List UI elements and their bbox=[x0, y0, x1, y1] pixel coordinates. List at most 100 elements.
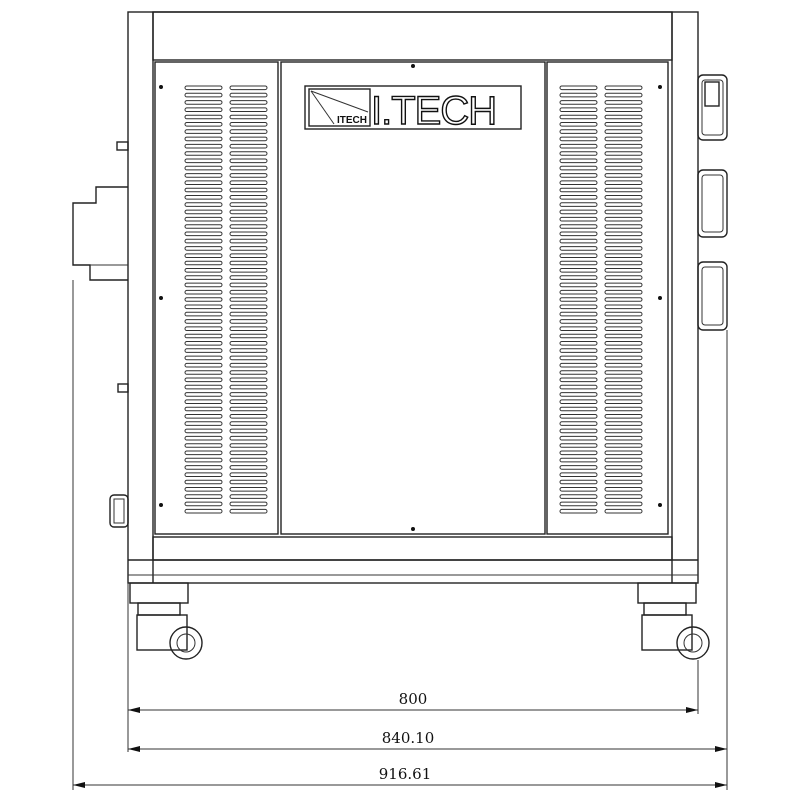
vent-slot bbox=[184, 414, 223, 419]
vent-slot bbox=[184, 392, 223, 397]
vent-slot bbox=[559, 392, 598, 397]
vent-slot bbox=[184, 246, 223, 251]
left-side-fittings bbox=[72, 141, 129, 528]
vent-slot bbox=[604, 246, 643, 251]
vent-slot bbox=[184, 326, 223, 331]
vent-slot bbox=[229, 465, 268, 470]
vent-slot bbox=[229, 187, 268, 193]
vent-slot bbox=[229, 143, 268, 149]
vent-slot bbox=[604, 173, 643, 178]
vent-slot bbox=[604, 143, 643, 149]
vent-slot bbox=[184, 92, 223, 98]
vent-slot bbox=[604, 260, 643, 266]
vent-slot bbox=[184, 355, 223, 361]
vent-slot bbox=[184, 297, 223, 302]
vent-slot bbox=[229, 209, 268, 215]
dimension-label: 840.10 bbox=[382, 729, 435, 747]
vent-slot bbox=[229, 414, 268, 419]
vent-slot bbox=[184, 377, 223, 383]
vent-slot bbox=[559, 348, 598, 353]
vent-slot bbox=[229, 443, 268, 448]
vent-slot bbox=[604, 231, 643, 237]
vent-slot bbox=[559, 465, 598, 470]
vent-slot bbox=[559, 165, 598, 171]
vent-slot bbox=[604, 122, 643, 127]
dimension-840: 840.10 bbox=[128, 729, 727, 752]
vent-slot bbox=[559, 253, 598, 258]
vent-slot bbox=[184, 180, 223, 185]
vent-slot bbox=[184, 195, 223, 200]
vent-slot bbox=[559, 238, 598, 244]
vent-slot bbox=[559, 472, 598, 477]
vent-slot bbox=[559, 326, 598, 331]
dimension-800: 800 bbox=[128, 690, 698, 713]
vent-slot bbox=[604, 319, 643, 324]
vent-slot bbox=[559, 136, 598, 142]
vent-slot bbox=[559, 341, 598, 346]
vent-slot bbox=[559, 399, 598, 404]
vent-slot bbox=[184, 260, 223, 266]
vent-slot bbox=[184, 465, 223, 470]
logo-main-text: I.TECH bbox=[371, 89, 496, 133]
vent-slot bbox=[184, 143, 223, 149]
vent-slot bbox=[604, 333, 643, 339]
dimension-label: 916.61 bbox=[379, 765, 432, 783]
vent-slot bbox=[559, 158, 598, 164]
vent-slot bbox=[604, 341, 643, 346]
vent-slot bbox=[184, 107, 223, 113]
vent-slot bbox=[559, 143, 598, 149]
vent-slot bbox=[184, 311, 223, 317]
vent-slot bbox=[604, 92, 643, 98]
vent-slot bbox=[184, 158, 223, 164]
vent-slot bbox=[229, 238, 268, 244]
vent-slot bbox=[229, 289, 268, 295]
vent-slot bbox=[229, 421, 268, 426]
vent-slot bbox=[559, 487, 598, 492]
vent-slot bbox=[559, 202, 598, 207]
vent-slot bbox=[229, 268, 268, 273]
vent-slot bbox=[184, 362, 223, 368]
vent-slot bbox=[184, 238, 223, 244]
vent-slot bbox=[229, 319, 268, 324]
right-vent-panel bbox=[546, 61, 669, 535]
vent-slot bbox=[604, 370, 643, 375]
vent-slot bbox=[604, 487, 643, 492]
screw-icon bbox=[658, 296, 662, 300]
vent-slot bbox=[604, 180, 643, 185]
vent-slot bbox=[229, 304, 268, 310]
vent-slot bbox=[604, 268, 643, 273]
vent-slot bbox=[559, 180, 598, 185]
vent-slot bbox=[184, 165, 223, 171]
vent-slot bbox=[604, 304, 643, 310]
vent-slot bbox=[604, 209, 643, 215]
vent-slot bbox=[229, 348, 268, 353]
vent-slot bbox=[229, 282, 268, 288]
vent-slot bbox=[229, 216, 268, 222]
vent-slot bbox=[604, 107, 643, 113]
vent-slot bbox=[184, 333, 223, 339]
vent-slot bbox=[559, 355, 598, 361]
vent-slot bbox=[229, 158, 268, 164]
vent-slot bbox=[559, 362, 598, 368]
vent-slot bbox=[559, 406, 598, 412]
vent-slot bbox=[604, 414, 643, 419]
vent-slot bbox=[229, 151, 268, 156]
vent-slot bbox=[559, 122, 598, 127]
vent-slot bbox=[559, 333, 598, 339]
vent-slot bbox=[184, 494, 223, 499]
vent-slot bbox=[229, 122, 268, 127]
vent-slot bbox=[184, 129, 223, 134]
vent-slot bbox=[184, 479, 223, 485]
vent-slot bbox=[604, 421, 643, 426]
vent-slot bbox=[229, 195, 268, 200]
vent-slot bbox=[559, 421, 598, 426]
vent-slot bbox=[184, 173, 223, 178]
vent-slot bbox=[184, 289, 223, 295]
vent-slot bbox=[559, 100, 598, 105]
vent-slot bbox=[184, 85, 223, 91]
vent-slot bbox=[559, 151, 598, 156]
vent-slot bbox=[559, 246, 598, 251]
vent-slot bbox=[229, 180, 268, 185]
vent-slot bbox=[184, 275, 223, 280]
vent-slot bbox=[184, 443, 223, 448]
